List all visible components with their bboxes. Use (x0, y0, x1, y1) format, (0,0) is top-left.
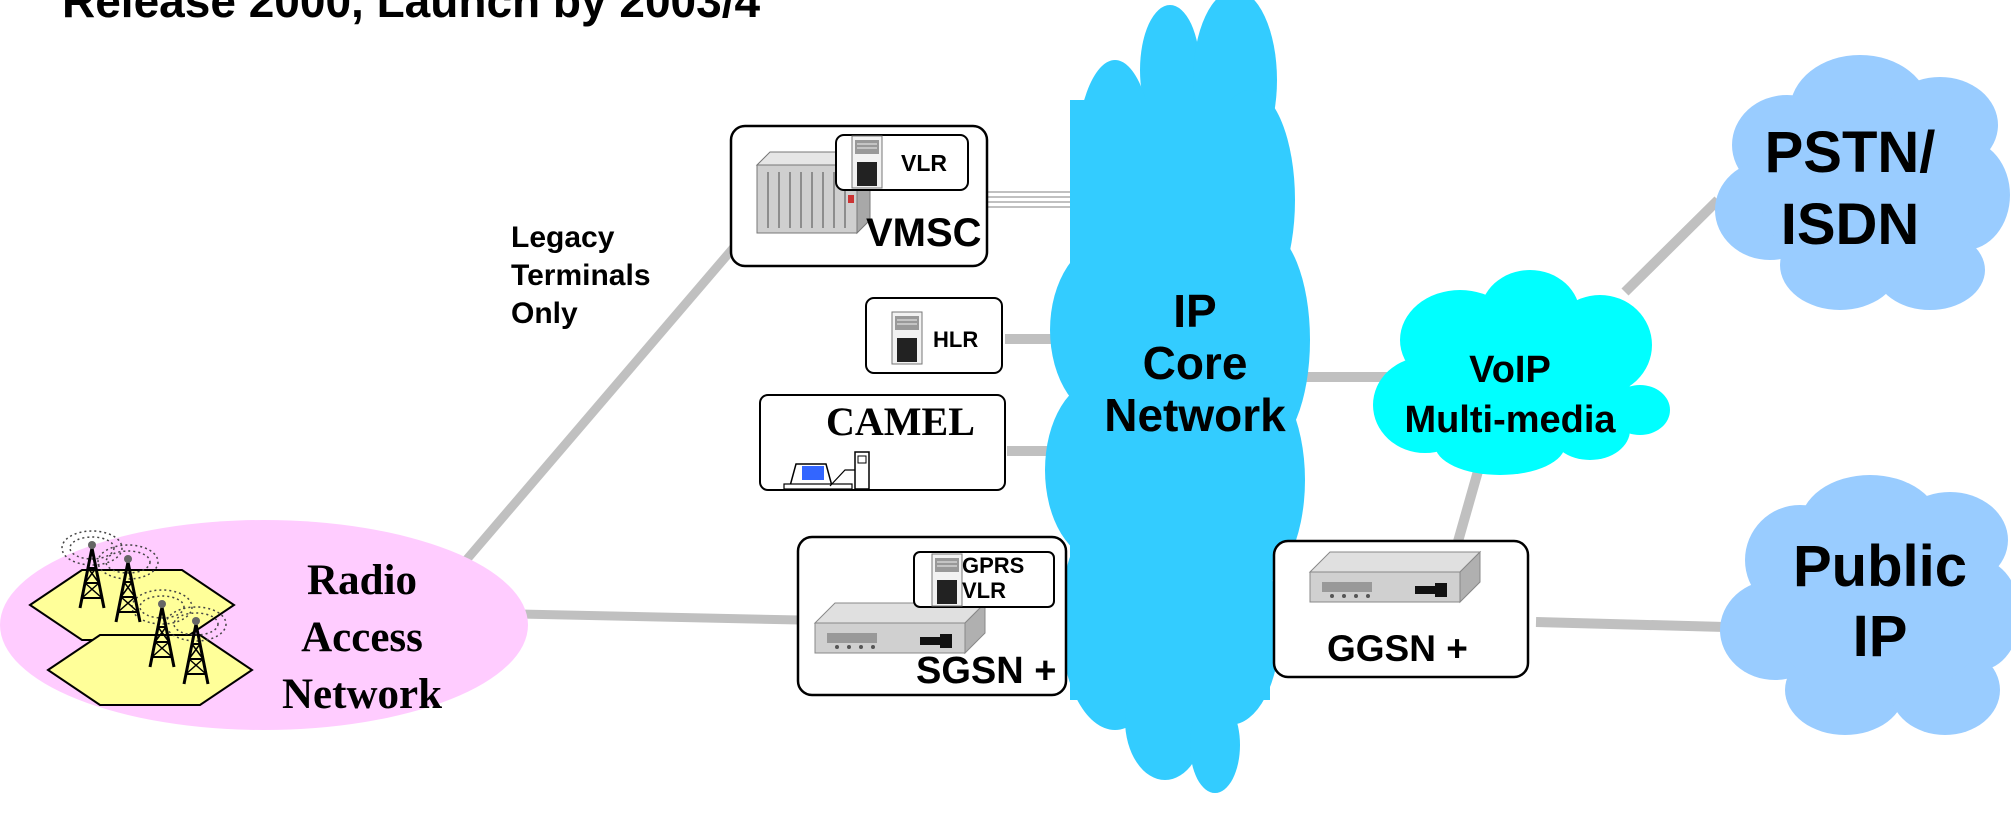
link-ran-vmsc (458, 243, 739, 568)
radio-access-network (0, 520, 528, 730)
camel-label: CAMEL (826, 399, 975, 444)
public-ip-label: Public IP (1792, 534, 1968, 669)
sgsn-node (796, 535, 1068, 697)
camel-node (759, 394, 1006, 491)
sgsn-router-icon (814, 602, 986, 654)
hlr-label: HLR (933, 327, 979, 352)
vmsc-label: VMSC (866, 211, 982, 255)
hlr-node (865, 297, 1003, 374)
workstation-icon (783, 451, 870, 490)
ggsn-label: GGSN + (1327, 628, 1468, 669)
pstn-isdn-label: PSTN/ ISDN (1764, 120, 1936, 257)
link-ggsn-publicip (1535, 617, 1726, 632)
voip-cloud (1373, 270, 1670, 475)
radio-access-network-label: Radio Access Network (281, 557, 442, 718)
gprs-vlr-label: GPRS VLR (962, 553, 1025, 603)
ggsn-node (1272, 539, 1530, 679)
legacy-terminals-label: Legacy Terminals Only (511, 221, 651, 330)
voip-multimedia-label: VoIP Multi-media (1404, 349, 1616, 441)
vlr-server-icon (851, 135, 883, 189)
gprs-vlr-server-icon (931, 553, 963, 607)
hlr-server-icon (891, 311, 923, 365)
link-ran-sgsn (518, 609, 801, 625)
cell-hexagon (28, 569, 236, 641)
public-ip-cloud (1720, 475, 2011, 735)
vmsc-node (729, 124, 989, 268)
page-title: Release 2000, Launch by 2003/4 (62, 0, 761, 27)
ip-core-cloud (1045, 0, 1310, 793)
ggsn-router-icon (1309, 551, 1481, 603)
pstn-cloud (1715, 55, 2010, 310)
ip-core-network-label: IP Core Network (1104, 285, 1286, 441)
link-voip-pstn (1621, 196, 1722, 296)
vlr-label: VLR (901, 150, 947, 176)
sgsn-label: SGSN + (916, 650, 1057, 692)
